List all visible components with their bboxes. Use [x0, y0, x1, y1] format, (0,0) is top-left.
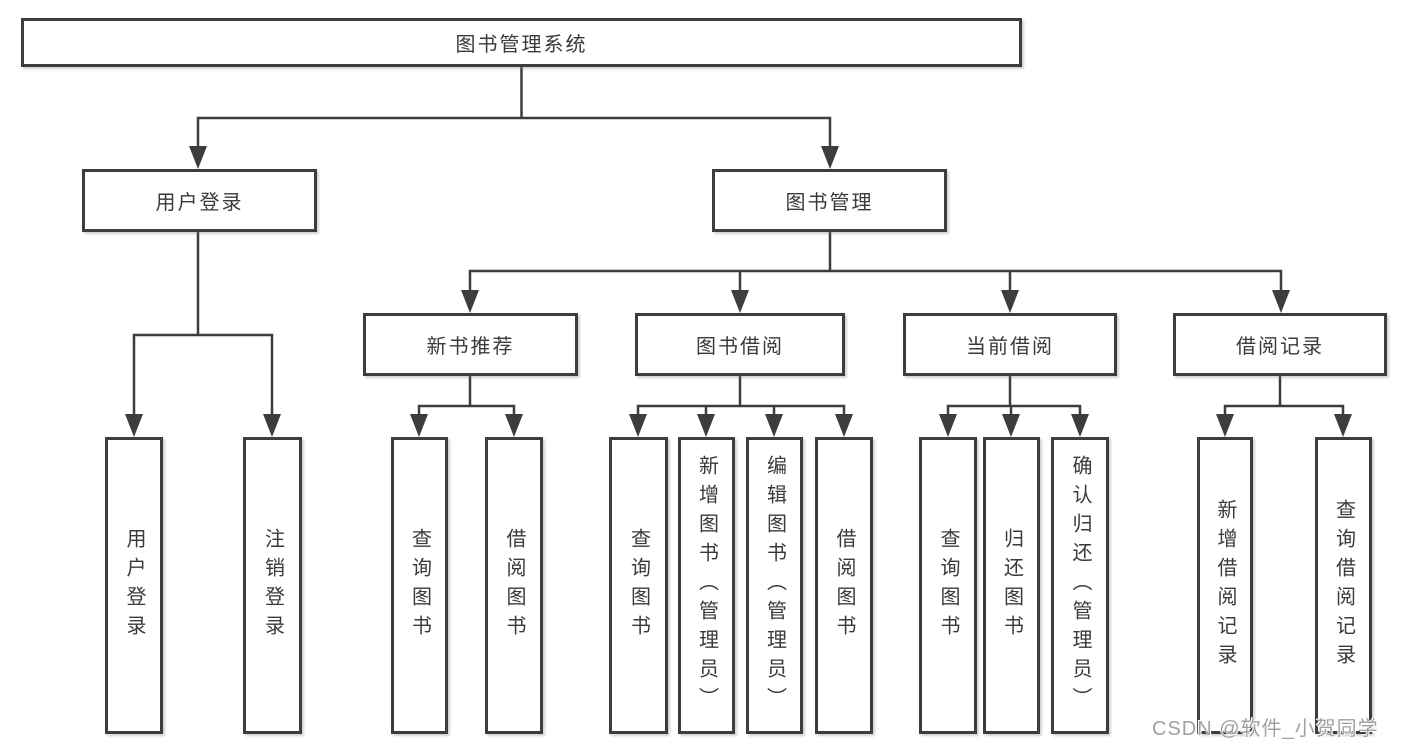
leaf-add-books-admin: 新增图书（管理员） [678, 437, 735, 734]
node-label: 归还图书 [1000, 527, 1023, 644]
leaf-edit-books-admin: 编辑图书（管理员） [746, 437, 803, 734]
node-label: 新增借阅记录 [1214, 498, 1236, 673]
leaf-query-borrow-record: 查询借阅记录 [1315, 437, 1372, 734]
node-label: 当前借阅 [966, 336, 1054, 358]
node-label: 查询借阅记录 [1332, 498, 1355, 673]
node-label: 借阅图书 [503, 527, 525, 644]
node-borrow-records: 借阅记录 [1173, 313, 1387, 376]
node-book-borrow: 图书借阅 [635, 313, 845, 376]
node-label: 查询图书 [627, 527, 650, 644]
node-label: 图书管理系统 [455, 34, 588, 56]
node-label: 确认归还（管理员） [1069, 455, 1091, 716]
leaf-logout: 注销登录 [243, 437, 302, 734]
node-label: 查询图书 [408, 527, 431, 644]
node-user-login: 用户登录 [82, 169, 317, 232]
leaf-return-books: 归还图书 [983, 437, 1040, 734]
leaf-query-books-recommend: 查询图书 [391, 437, 448, 734]
leaf-query-books-current: 查询图书 [919, 437, 977, 734]
leaf-confirm-return-admin: 确认归还（管理员） [1051, 437, 1109, 734]
arrowheads [125, 146, 1352, 437]
leaf-borrow-books-recommend: 借阅图书 [485, 437, 543, 734]
node-label: 新增图书（管理员） [695, 455, 718, 716]
leaf-borrow-books: 借阅图书 [815, 437, 873, 734]
node-label: 新书推荐 [426, 336, 515, 358]
node-book-management: 图书管理 [712, 169, 947, 232]
leaf-query-books-borrow: 查询图书 [609, 437, 668, 734]
node-label: 借阅图书 [833, 527, 855, 644]
node-current-borrow: 当前借阅 [903, 313, 1117, 376]
node-label: 查询图书 [937, 527, 959, 644]
node-label: 编辑图书（管理员） [763, 455, 786, 716]
node-label: 图书管理 [785, 192, 874, 214]
node-label: 借阅记录 [1236, 336, 1324, 358]
leaf-add-borrow-record: 新增借阅记录 [1197, 437, 1253, 734]
node-label: 图书借阅 [696, 336, 784, 358]
leaf-user-login: 用户登录 [105, 437, 163, 734]
node-label: 用户登录 [155, 192, 244, 214]
node-library-management-system: 图书管理系统 [21, 18, 1022, 67]
node-new-book-recommend: 新书推荐 [363, 313, 578, 376]
csdn-watermark: CSDN @软件_小贺同学 [1152, 718, 1379, 740]
node-label: 注销登录 [261, 527, 284, 644]
node-label: 用户登录 [123, 527, 145, 644]
